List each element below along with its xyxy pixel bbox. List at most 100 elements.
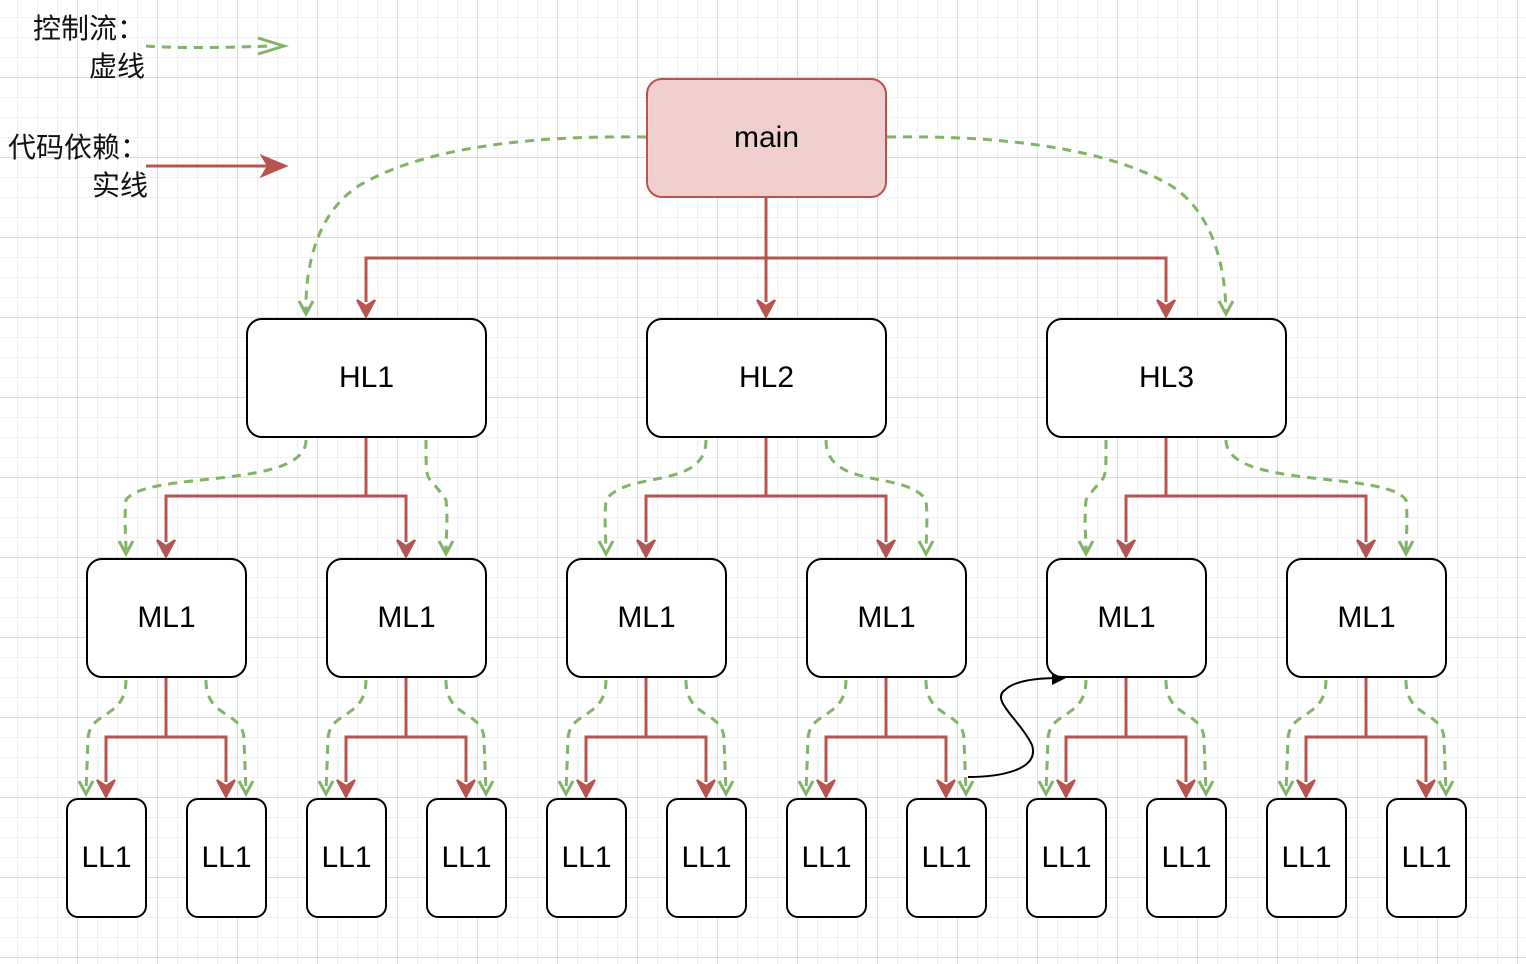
flow-main-hl1-curve	[304, 135, 647, 313]
dep-hl3-ml-right-arrowhead	[1356, 539, 1376, 560]
node-ml-5[interactable]: ML1	[1046, 558, 1207, 678]
flow-ml1-ll-right-arrowhead	[237, 780, 255, 798]
node-hl3[interactable]: HL3	[1046, 318, 1287, 438]
dep-hl2-ml-left-arrowhead	[636, 539, 656, 560]
node-ml-2[interactable]: ML1	[326, 558, 487, 678]
flow-ml4-ll-right-curve	[924, 679, 968, 793]
node-ll-6[interactable]: LL1	[666, 798, 747, 918]
node-ml-6[interactable]: ML1	[1286, 558, 1447, 678]
dep-main-hl3-arrowhead	[1156, 299, 1176, 320]
flow-hl3-ml-right-arrowhead	[1397, 540, 1415, 558]
flow-main-hl3-arrowhead	[1217, 300, 1235, 318]
flow-hl3-ml-left-curve	[1083, 439, 1108, 553]
dep-ml2-ll-left-arrowhead	[336, 779, 356, 800]
node-ll-4[interactable]: LL1	[426, 798, 507, 918]
flow-hl2-ml-right-arrowhead	[917, 540, 935, 558]
legend-code-dependency-style: 实线	[91, 169, 148, 202]
node-ll-10[interactable]: LL1	[1146, 798, 1227, 918]
dep-hl1-ml-right-arrowhead	[396, 539, 416, 560]
node-ll-8[interactable]: LL1	[906, 798, 987, 918]
node-ll-5[interactable]: LL1	[546, 798, 627, 918]
dep-main-hl3-line	[764, 198, 1168, 302]
flow-hl1-ml-right-arrowhead	[437, 540, 455, 558]
dep-ml5-ll-left-arrowhead	[1056, 779, 1076, 800]
dep-ml4-ll-right-line	[884, 678, 948, 782]
dep-ml6-ll-left-line	[1304, 678, 1368, 782]
dep-ml4-ll-right-arrowhead	[936, 779, 956, 800]
legend-control-flow-label: 控制流：	[32, 12, 145, 45]
flow-ml4-ll-left-curve	[804, 679, 848, 793]
node-ll-9[interactable]: LL1	[1026, 798, 1107, 918]
dep-ml5-ll-right-line	[1124, 678, 1188, 782]
legend-control-flow-line	[145, 44, 271, 49]
node-hl2[interactable]: HL2	[646, 318, 887, 438]
node-ll-7[interactable]: LL1	[786, 798, 867, 918]
dep-ml2-ll-left-line	[344, 678, 408, 782]
dep-main-hl2-arrowhead	[756, 299, 776, 320]
node-ll-11[interactable]: LL1	[1266, 798, 1347, 918]
legend-control-flow: 控制流： 虚线	[20, 10, 145, 86]
node-ml-4[interactable]: ML1	[806, 558, 967, 678]
dep-ml3-ll-right-arrowhead	[696, 779, 716, 800]
dep-hl3-ml-left-arrowhead	[1116, 539, 1136, 560]
dep-ml1-ll-left-line	[104, 678, 168, 782]
flow-ml4-ll-left-arrowhead	[797, 780, 815, 798]
flow-ml2-ll-left-curve	[324, 679, 368, 793]
legend-code-dependency: 代码依赖： 实线	[8, 129, 148, 205]
node-ll-3[interactable]: LL1	[306, 798, 387, 918]
dep-hl1-ml-left-arrowhead	[156, 539, 176, 560]
flow-ml1-ll-left-curve	[84, 679, 128, 793]
node-hl1[interactable]: HL1	[246, 318, 487, 438]
flow-ml6-ll-left-arrowhead	[1277, 780, 1295, 798]
dep-main-hl1-line	[364, 198, 768, 302]
legend-code-dependency-label: 代码依赖：	[8, 131, 149, 164]
flow-main-hl3-curve	[886, 135, 1228, 313]
dep-ml5-ll-left-line	[1064, 678, 1128, 782]
dep-ml2-ll-right-line	[404, 678, 468, 782]
node-ll-1[interactable]: LL1	[66, 798, 147, 918]
dep-hl2-ml-right-arrowhead	[876, 539, 896, 560]
node-main[interactable]: main	[646, 78, 887, 198]
legend-control-flow-style: 虚线	[88, 50, 145, 83]
flow-ml5-ll-left-curve	[1044, 679, 1088, 793]
node-ll-2[interactable]: LL1	[186, 798, 267, 918]
flow-hl2-ml-left-curve	[603, 439, 708, 553]
node-ml-3[interactable]: ML1	[566, 558, 727, 678]
flow-ml2-ll-right-arrowhead	[477, 780, 495, 798]
dep-ml6-ll-right-line	[1364, 678, 1428, 782]
connectors	[77, 36, 1455, 800]
flow-ml3-ll-left-curve	[564, 679, 608, 793]
node-ll-12[interactable]: LL1	[1386, 798, 1467, 918]
dep-ml6-ll-left-arrowhead	[1296, 779, 1316, 800]
legend-control-flow-arrowhead	[257, 36, 290, 56]
flow-hl1-ml-right-curve	[424, 439, 449, 553]
dep-ml1-ll-left-arrowhead	[96, 779, 116, 800]
flow-hl2-ml-left-arrowhead	[597, 540, 615, 558]
dep-hl1-ml-left-line	[164, 438, 368, 542]
flow-hl1-ml-left-arrowhead	[117, 540, 135, 558]
flow-ml6-ll-right-curve	[1404, 679, 1448, 793]
dep-hl2-ml-right-line	[764, 438, 888, 542]
flow-ml2-ll-left-arrowhead	[317, 780, 335, 798]
flow-ml2-ll-right-curve	[444, 679, 488, 793]
flow-ml6-ll-left-curve	[1284, 679, 1328, 793]
dep-hl2-ml-left-line	[644, 438, 768, 542]
dep-ml3-ll-left-arrowhead	[576, 779, 596, 800]
dep-ml1-ll-right-arrowhead	[216, 779, 236, 800]
dep-ml3-ll-left-line	[584, 678, 648, 782]
flow-hl1-ml-left-curve	[123, 439, 308, 553]
flow-ml1-ll-right-curve	[204, 679, 248, 793]
dep-hl3-ml-left-line	[1124, 438, 1168, 542]
flow-ml6-ll-right-arrowhead	[1437, 780, 1455, 798]
dep-ml5-ll-right-arrowhead	[1176, 779, 1196, 800]
flow-main-hl1-arrowhead	[297, 300, 315, 318]
flow-hl2-ml-right-curve	[824, 439, 929, 553]
dep-hl1-ml-right-line	[364, 438, 408, 542]
legend-dependency-arrowhead	[259, 153, 289, 179]
flow-hl3-ml-right-curve	[1224, 439, 1409, 553]
dep-ml4-ll-left-arrowhead	[816, 779, 836, 800]
node-ml-1[interactable]: ML1	[86, 558, 247, 678]
flow-ml3-ll-right-curve	[684, 679, 728, 793]
dep-main-hl1-arrowhead	[356, 299, 376, 320]
flow-ml5-ll-left-arrowhead	[1037, 780, 1055, 798]
